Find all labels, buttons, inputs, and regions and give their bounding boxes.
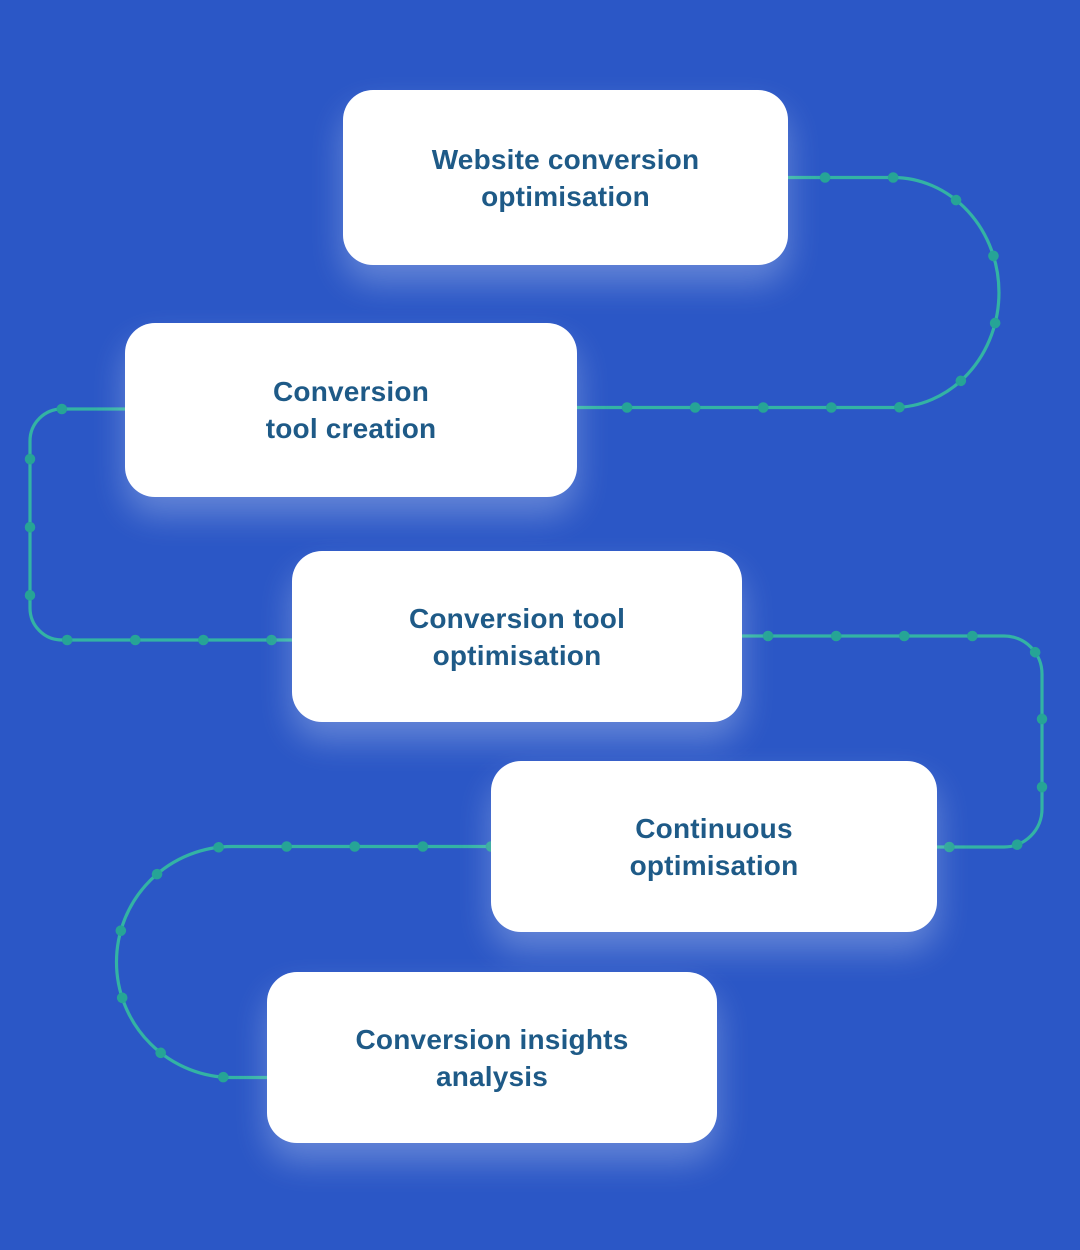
step-label-line: Continuous xyxy=(635,812,793,844)
step-label-line: Website conversion xyxy=(431,143,700,175)
step-card-website-conversion-optimisation: Website conversion optimisation xyxy=(343,90,788,265)
step-card-conversion-insights-analysis: Conversion insights analysis xyxy=(267,972,717,1143)
step-label-line: optimisation xyxy=(629,849,799,881)
step-card-conversion-tool-creation: Conversion tool creation xyxy=(125,323,577,497)
step-label-line: optimisation xyxy=(432,639,602,671)
step-label-line: tool creation xyxy=(265,413,437,444)
step-label-line: analysis xyxy=(435,1060,549,1092)
step-card-conversion-tool-optimisation: Conversion tool optimisation xyxy=(292,551,742,722)
step-label-line: optimisation xyxy=(481,180,650,212)
step-label-line: Conversion insights xyxy=(355,1023,629,1055)
step-label-line: Conversion tool xyxy=(408,602,626,634)
step-card-continuous-optimisation: Continuous optimisation xyxy=(491,761,937,932)
step-label-line: Conversion xyxy=(272,376,430,407)
